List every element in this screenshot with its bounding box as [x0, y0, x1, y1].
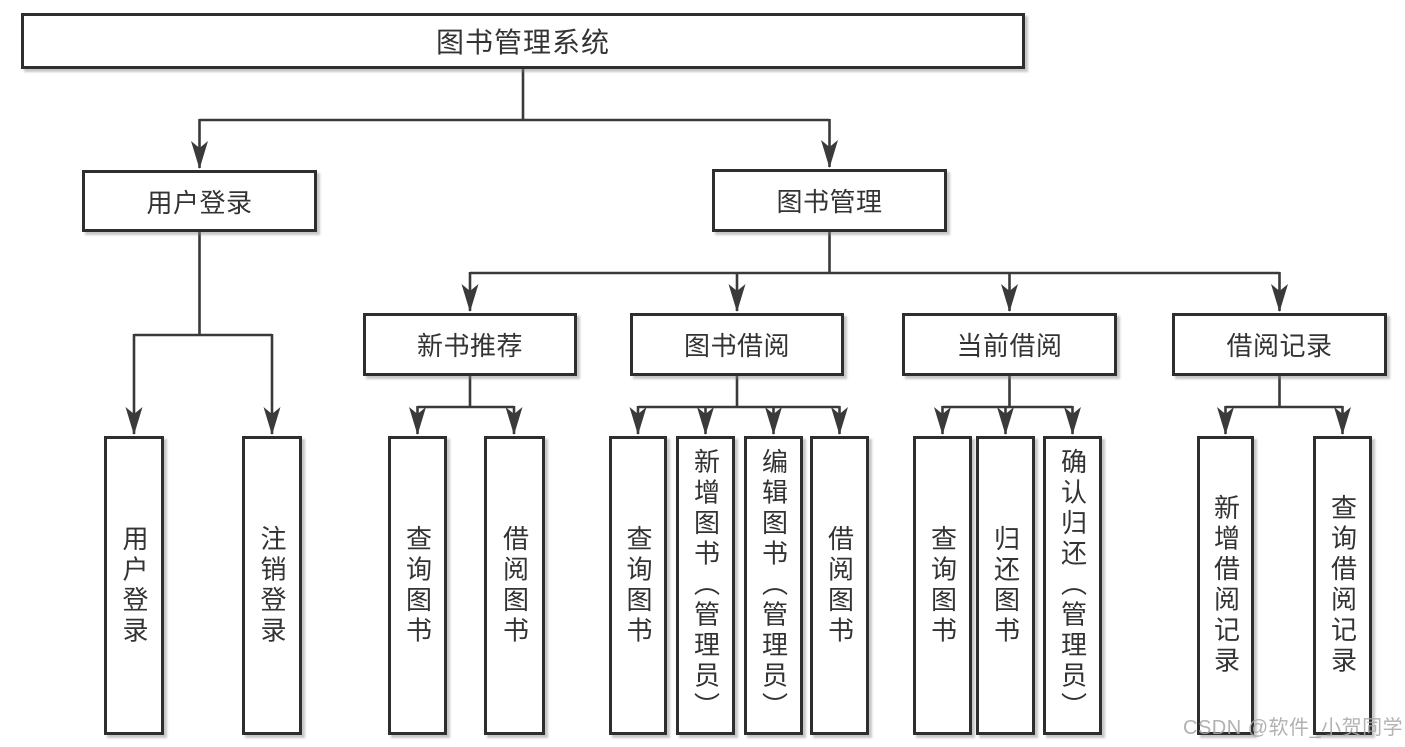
node-borrow-record: 借阅记录 — [1172, 313, 1387, 376]
node-new-book-recommend-label: 新书推荐 — [416, 331, 523, 361]
node-leaf-add-books-admin: 新增图书（管理员） — [676, 436, 735, 735]
edges-current-borrow — [934, 376, 1081, 435]
node-leaf-borrow-books-bb-label: 借阅图书 — [824, 524, 855, 647]
node-leaf-edit-books-admin: 编辑图书（管理员） — [744, 436, 803, 735]
node-leaf-borrow-books-rec: 借阅图书 — [484, 436, 545, 735]
node-leaf-query-books-rec-label: 查询图书 — [402, 524, 433, 647]
node-book-management: 图书管理 — [712, 169, 947, 232]
node-current-borrow: 当前借阅 — [902, 313, 1117, 376]
node-leaf-confirm-return-admin-label: 确认归还（管理员） — [1057, 448, 1088, 723]
node-borrow-record-label: 借阅记录 — [1226, 331, 1333, 361]
node-new-book-recommend: 新书推荐 — [363, 313, 577, 376]
node-book-borrow-label: 图书借阅 — [683, 331, 790, 361]
edges-borrow-record — [1217, 376, 1351, 435]
node-leaf-add-borrow-record: 新增借阅记录 — [1197, 436, 1254, 735]
node-leaf-confirm-return-admin: 确认归还（管理员） — [1043, 436, 1102, 735]
node-root-label: 图书管理系统 — [435, 27, 610, 58]
node-leaf-return-books: 归还图书 — [976, 436, 1035, 735]
node-leaf-query-books-bb: 查询图书 — [609, 436, 667, 735]
node-leaf-user-login-label: 用户登录 — [119, 524, 149, 647]
node-leaf-borrow-books-bb: 借阅图书 — [810, 436, 869, 735]
node-leaf-edit-books-admin-label: 编辑图书（管理员） — [758, 448, 789, 723]
edges-root — [191, 69, 838, 169]
node-leaf-user-login: 用户登录 — [104, 436, 164, 735]
node-leaf-query-borrow-record: 查询借阅记录 — [1313, 436, 1372, 735]
node-leaf-add-books-admin-label: 新增图书（管理员） — [690, 448, 721, 723]
node-leaf-query-books-rec: 查询图书 — [388, 436, 447, 735]
edges-user-login — [125, 232, 281, 435]
node-user-login: 用户登录 — [82, 170, 317, 232]
edges-book-borrow — [629, 376, 848, 435]
node-leaf-logout: 注销登录 — [242, 436, 302, 735]
edges-book-management — [461, 232, 1288, 312]
node-leaf-query-books-cb-label: 查询图书 — [927, 524, 958, 647]
node-leaf-return-books-label: 归还图书 — [990, 524, 1021, 647]
node-book-borrow: 图书借阅 — [630, 313, 844, 376]
node-user-login-label: 用户登录 — [146, 187, 253, 218]
edges-new-book-rec — [409, 376, 523, 435]
node-leaf-query-books-bb-label: 查询图书 — [623, 524, 653, 647]
node-book-management-label: 图书管理 — [776, 187, 883, 217]
node-leaf-add-borrow-record-label: 新增借阅记录 — [1210, 494, 1241, 677]
node-leaf-borrow-books-rec-label: 借阅图书 — [499, 524, 530, 647]
node-leaf-logout-label: 注销登录 — [257, 524, 287, 647]
node-current-borrow-label: 当前借阅 — [956, 331, 1063, 361]
node-root-system: 图书管理系统 — [21, 13, 1025, 69]
watermark-text: CSDN @软件_小贺同学 — [1183, 717, 1404, 739]
node-leaf-query-books-cb: 查询图书 — [913, 436, 972, 735]
node-leaf-query-borrow-record-label: 查询借阅记录 — [1327, 494, 1358, 677]
